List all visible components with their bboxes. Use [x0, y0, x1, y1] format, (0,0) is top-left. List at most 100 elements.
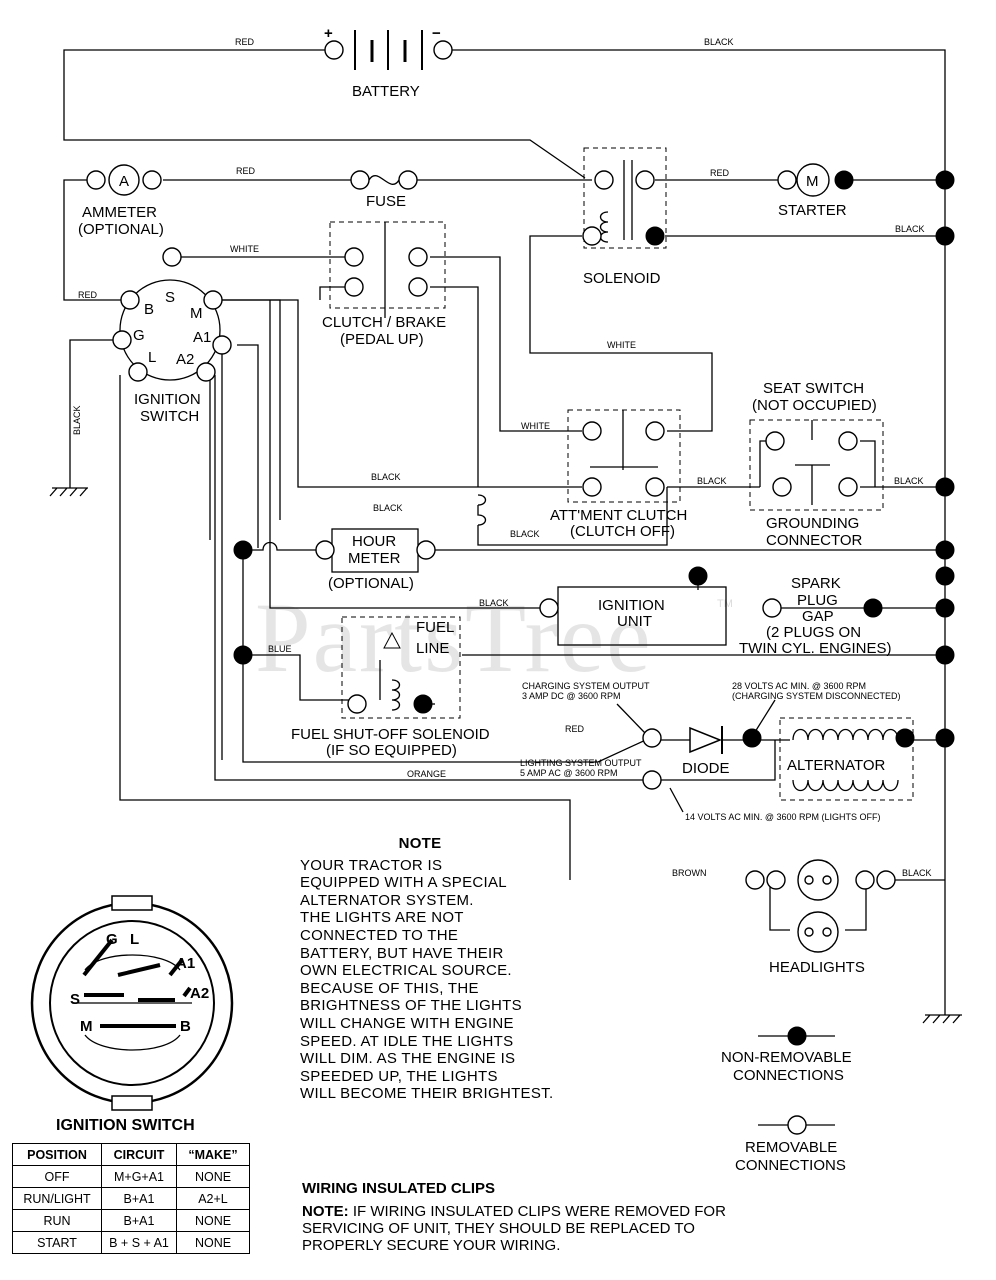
diode-label: DIODE — [682, 760, 730, 777]
table-cell: OFF — [12, 1165, 102, 1188]
alternator-coils — [792, 728, 899, 792]
spark-plug-label-2: PLUG — [797, 592, 838, 609]
grounding-connector-label-2: CONNECTOR — [766, 532, 863, 549]
ignition-switch-face: G L A1 A2 S M B — [30, 895, 234, 1111]
starter-icon: M — [777, 163, 854, 197]
ignition-switch-label-2: SWITCH — [140, 408, 199, 425]
note-line: OWN ELECTRICAL SOURCE. — [300, 962, 512, 980]
table-cell: A2+L — [176, 1187, 250, 1210]
non-removable-label-2: CONNECTIONS — [733, 1067, 844, 1084]
wire-label-black: BLACK — [902, 868, 932, 878]
hour-meter-label-2: METER — [348, 550, 401, 567]
watermark-tm: TM — [717, 598, 733, 610]
wiring-clips-note: WIRING INSULATED CLIPS NOTE: IF WIRING I… — [302, 1180, 822, 1254]
starter-symbol: M — [806, 173, 819, 190]
note-line: SPEEDED UP, THE LIGHTS — [300, 1067, 498, 1085]
wire-label-black: BLACK — [704, 37, 734, 47]
wire-label-red: RED — [235, 37, 255, 47]
table-header: CIRCUIT — [101, 1143, 177, 1166]
seat-switch-label: SEAT SWITCH — [763, 380, 864, 397]
table-row: RUN/LIGHT B+A1 A2+L — [12, 1187, 250, 1210]
wire-label-blue: BLUE — [268, 644, 292, 654]
table-header: POSITION — [12, 1143, 102, 1166]
table-header: “MAKE” — [176, 1143, 250, 1166]
wire-label-white: WHITE — [230, 244, 259, 254]
ignition-unit-label: IGNITION — [598, 597, 665, 614]
spec-annotations: CHARGING SYSTEM OUTPUT 3 AMP DC @ 3600 R… — [520, 681, 901, 822]
ignition-unit-box — [557, 586, 727, 646]
ammeter-sub: (OPTIONAL) — [78, 221, 164, 238]
note-line: THE LIGHTS ARE NOT — [300, 909, 464, 927]
volts28-2: (CHARGING SYSTEM DISCONNECTED) — [732, 691, 901, 701]
terminal-s: S — [165, 289, 175, 306]
diode-icon — [689, 726, 723, 754]
lighting-output-2: 5 AMP AC @ 3600 RPM — [520, 768, 618, 778]
wire-label-black: BLACK — [479, 598, 509, 608]
wire-label-black: BLACK — [894, 476, 924, 486]
note-title: NOTE — [398, 835, 442, 852]
seat-switch-sub: (NOT OCCUPIED) — [752, 397, 877, 414]
face-l: L — [130, 931, 139, 948]
wire-label-white: WHITE — [521, 421, 550, 431]
note-line: SPEED. AT IDLE THE LIGHTS — [300, 1032, 514, 1050]
table-header-row: POSITION CIRCUIT “MAKE” — [12, 1143, 250, 1166]
non-removable-label: NON-REMOVABLE — [721, 1049, 852, 1066]
note-line: BRIGHTNESS OF THE LIGHTS — [300, 997, 522, 1015]
wire-label-brown: BROWN — [672, 868, 707, 878]
watermark: PartsTree — [255, 582, 653, 693]
charging-output-1: CHARGING SYSTEM OUTPUT — [522, 681, 650, 691]
table-row: RUN B+A1 NONE — [12, 1209, 250, 1232]
table-cell: START — [12, 1231, 102, 1254]
note-line: WILL BECOME THEIR BRIGHTEST. — [300, 1085, 554, 1103]
wire-label-black: BLACK — [697, 476, 727, 486]
hour-meter-sub: (OPTIONAL) — [328, 575, 414, 592]
note-line: ALTERNATOR SYSTEM. — [300, 891, 474, 909]
table-cell: B + S + A1 — [101, 1231, 177, 1254]
table-row: OFF M+G+A1 NONE — [12, 1165, 250, 1188]
table-cell: RUN — [12, 1209, 102, 1232]
face-a1: A1 — [176, 955, 195, 972]
battery-symbol: + − — [324, 25, 453, 70]
wire-label-white: WHITE — [607, 340, 636, 350]
fuel-line-label-2: LINE — [416, 640, 449, 657]
note-body: YOUR TRACTOR IS EQUIPPED WITH A SPECIAL … — [300, 857, 620, 1103]
alternator-note: NOTE YOUR TRACTOR IS EQUIPPED WITH A SPE… — [300, 835, 620, 1103]
removable-label-2: CONNECTIONS — [735, 1157, 846, 1174]
note-line: WILL DIM. AS THE ENGINE IS — [300, 1050, 516, 1068]
non-removable-legend-dot — [787, 1026, 807, 1046]
clutch-brake-label: CLUTCH / BRAKE — [322, 314, 446, 331]
battery-minus: − — [432, 25, 441, 42]
volts28-1: 28 VOLTS AC MIN. @ 3600 RPM — [732, 681, 866, 691]
ignition-switch-symbol: B S M G A1 L A2 — [112, 247, 232, 382]
ignition-unit-label-2: UNIT — [617, 613, 652, 630]
terminal-l: L — [148, 349, 156, 366]
ammeter-symbol: A — [119, 173, 129, 190]
headlights-label: HEADLIGHTS — [769, 959, 865, 976]
fuse-label: FUSE — [366, 193, 406, 210]
grounding-connector-label: GROUNDING — [766, 515, 859, 532]
face-a2: A2 — [190, 985, 209, 1002]
clutch-brake-sub: (PEDAL UP) — [340, 331, 424, 348]
spark-plug-label-1: SPARK — [791, 575, 841, 592]
terminal-a2: A2 — [176, 351, 194, 368]
attachment-clutch-label: ATT'MENT CLUTCH — [550, 507, 687, 524]
wire-label-black: BLACK — [371, 472, 401, 482]
table-cell: RUN/LIGHT — [12, 1187, 102, 1210]
ignition-switch-table: POSITION CIRCUIT “MAKE” OFF M+G+A1 NONE … — [12, 1143, 250, 1254]
table-cell: NONE — [176, 1231, 250, 1254]
clips-line-3: PROPERLY SECURE YOUR WIRING. — [302, 1237, 561, 1254]
removable-label: REMOVABLE — [745, 1139, 837, 1156]
note-line: WILL CHANGE WITH ENGINE — [300, 1014, 514, 1032]
wire-label-red: RED — [710, 168, 730, 178]
charging-output-2: 3 AMP DC @ 3600 RPM — [522, 691, 621, 701]
terminal-m: M — [190, 305, 203, 322]
hour-meter-label: HOUR — [352, 533, 396, 550]
wire-color-labels: RED BLACK RED RED BLACK WHITE RED WHITE … — [72, 37, 932, 878]
wire-label-red: RED — [78, 290, 98, 300]
ammeter-icon: A — [86, 164, 162, 196]
battery-plus: + — [324, 25, 333, 42]
table-cell: B+A1 — [101, 1209, 177, 1232]
ammeter-label: AMMETER — [82, 204, 157, 221]
